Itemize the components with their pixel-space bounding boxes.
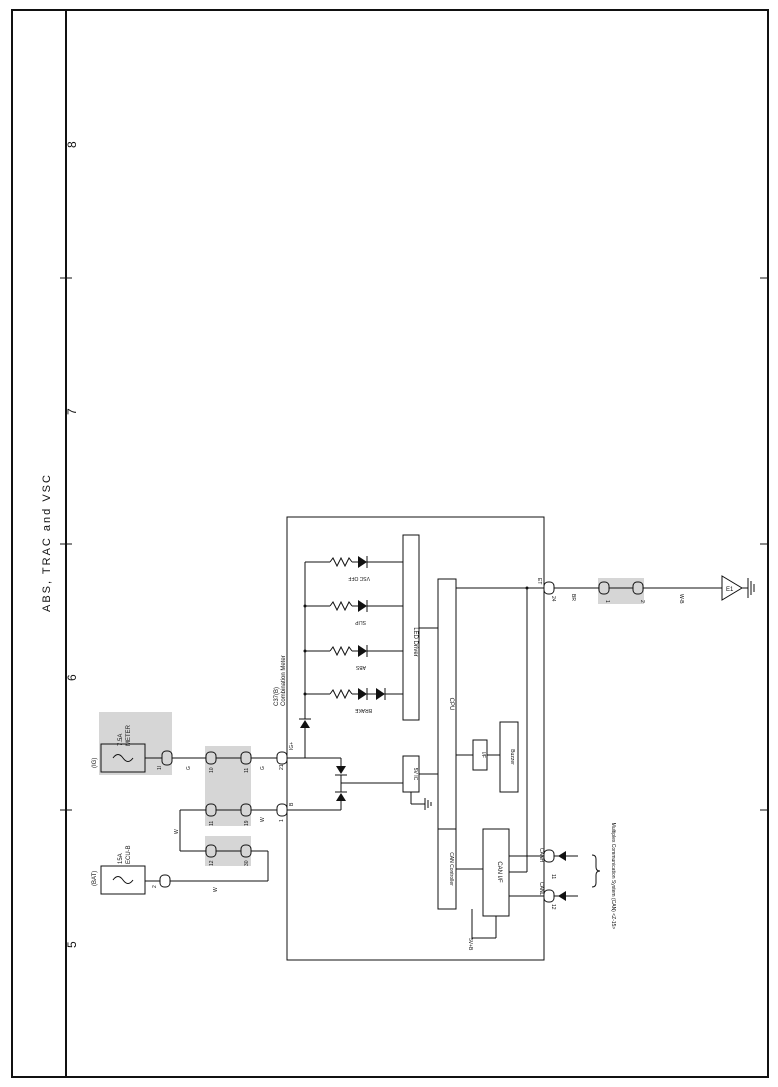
meter-connector bbox=[543, 581, 555, 595]
wire-color: G bbox=[186, 766, 192, 770]
block-label: LED Driver bbox=[412, 627, 418, 656]
meter-connector bbox=[276, 751, 288, 765]
can-note: Multiplex Communication System (CAN) <Z-… bbox=[610, 823, 616, 930]
arrow-icon bbox=[558, 851, 566, 861]
pin-name: ET bbox=[536, 578, 542, 584]
diagram-title: ABS, TRAC and VSC bbox=[41, 473, 53, 612]
ground-point-icon bbox=[721, 575, 743, 601]
arrow-icon bbox=[558, 891, 566, 901]
column-number: 8 bbox=[65, 141, 79, 148]
wire-color: G bbox=[260, 766, 266, 770]
pin-number: 30 bbox=[244, 860, 250, 866]
fuse-icon bbox=[112, 876, 134, 884]
brace-icon bbox=[591, 854, 601, 888]
meter-code: C37(B) bbox=[274, 687, 280, 706]
meter-connector bbox=[543, 889, 555, 903]
lamp-label: VSC OFF bbox=[348, 575, 370, 581]
led-icon bbox=[358, 556, 367, 568]
block-label: CAN I/F bbox=[496, 861, 502, 883]
pin-number: 11 bbox=[550, 874, 556, 879]
page-frame bbox=[11, 9, 769, 1078]
bat-fuse-pin: 2 bbox=[152, 885, 158, 888]
led-icon bbox=[376, 688, 385, 700]
column-number: 6 bbox=[65, 674, 79, 681]
supply-label: 5V+B bbox=[467, 938, 473, 951]
wire-color: BR bbox=[570, 594, 576, 601]
lamp-label: ABS bbox=[355, 664, 366, 670]
pin-name: CANL bbox=[538, 882, 544, 896]
wire-color: W bbox=[213, 887, 219, 892]
pin-number: 19 bbox=[244, 820, 250, 826]
bat-fuse-name: ECU-B bbox=[126, 845, 132, 864]
ig-label: (IG) bbox=[92, 758, 98, 768]
resistor-icon bbox=[329, 556, 353, 568]
pin-number: 12 bbox=[209, 860, 215, 866]
pin-number: 1 bbox=[604, 600, 610, 603]
column-number: 5 bbox=[65, 941, 79, 948]
pin-number: 24 bbox=[550, 596, 556, 602]
pin-number: 12 bbox=[550, 904, 556, 910]
resistor-icon bbox=[329, 600, 353, 612]
pin-number: 11 bbox=[209, 821, 215, 826]
ig-fuse-name: METER bbox=[126, 724, 132, 746]
diode-icon bbox=[300, 720, 310, 728]
led-icon bbox=[358, 688, 367, 700]
pin-name: B bbox=[289, 802, 295, 806]
can-if-block bbox=[482, 828, 510, 917]
pin-number: 21 bbox=[279, 764, 285, 770]
meter-connector bbox=[543, 849, 555, 863]
lamp-label: BRAKE bbox=[354, 707, 372, 713]
buzzer-block bbox=[499, 721, 519, 793]
wire-color: W-B bbox=[678, 594, 684, 604]
bat-fuse-box bbox=[100, 865, 146, 895]
bat-label: (BAT) bbox=[92, 871, 98, 886]
led-icon bbox=[358, 645, 367, 657]
resistor-icon bbox=[329, 645, 353, 657]
bat-fuse-rating: 15A bbox=[118, 853, 124, 864]
column-number: 7 bbox=[65, 408, 79, 415]
ig-fuse-rating: 7.5A bbox=[118, 734, 124, 746]
pin-number: 2 bbox=[639, 600, 645, 603]
resistor-icon bbox=[329, 688, 353, 700]
diode-icon bbox=[336, 766, 346, 774]
ig-fuse-pin: 1I bbox=[157, 766, 163, 770]
pin-number: 10 bbox=[209, 767, 215, 773]
block-label: CAN Controller bbox=[448, 852, 454, 886]
wire-color: W bbox=[260, 817, 266, 822]
pin-name: IG+ bbox=[289, 742, 295, 750]
meter-connector bbox=[276, 803, 288, 817]
bat-connector bbox=[159, 874, 171, 888]
ground-label: E1 bbox=[726, 587, 734, 593]
combination-meter-box bbox=[286, 516, 545, 961]
block-label: 5V IC bbox=[412, 768, 418, 781]
block-label: I/F bbox=[480, 752, 486, 758]
meter-name: Combination Meter bbox=[281, 655, 287, 706]
pin-number: 11 bbox=[244, 768, 250, 773]
block-label: Buzzer bbox=[509, 749, 515, 765]
diode-icon bbox=[336, 793, 346, 801]
wire-color: W bbox=[174, 829, 180, 834]
block-label: CPU bbox=[448, 698, 454, 711]
junction-shade-1 bbox=[205, 746, 251, 826]
pin-number: 1 bbox=[279, 819, 285, 822]
fuse-icon bbox=[112, 754, 134, 762]
led-icon bbox=[358, 600, 367, 612]
pin-name: CANH bbox=[538, 848, 544, 863]
lamp-label: SLIP bbox=[354, 619, 366, 625]
